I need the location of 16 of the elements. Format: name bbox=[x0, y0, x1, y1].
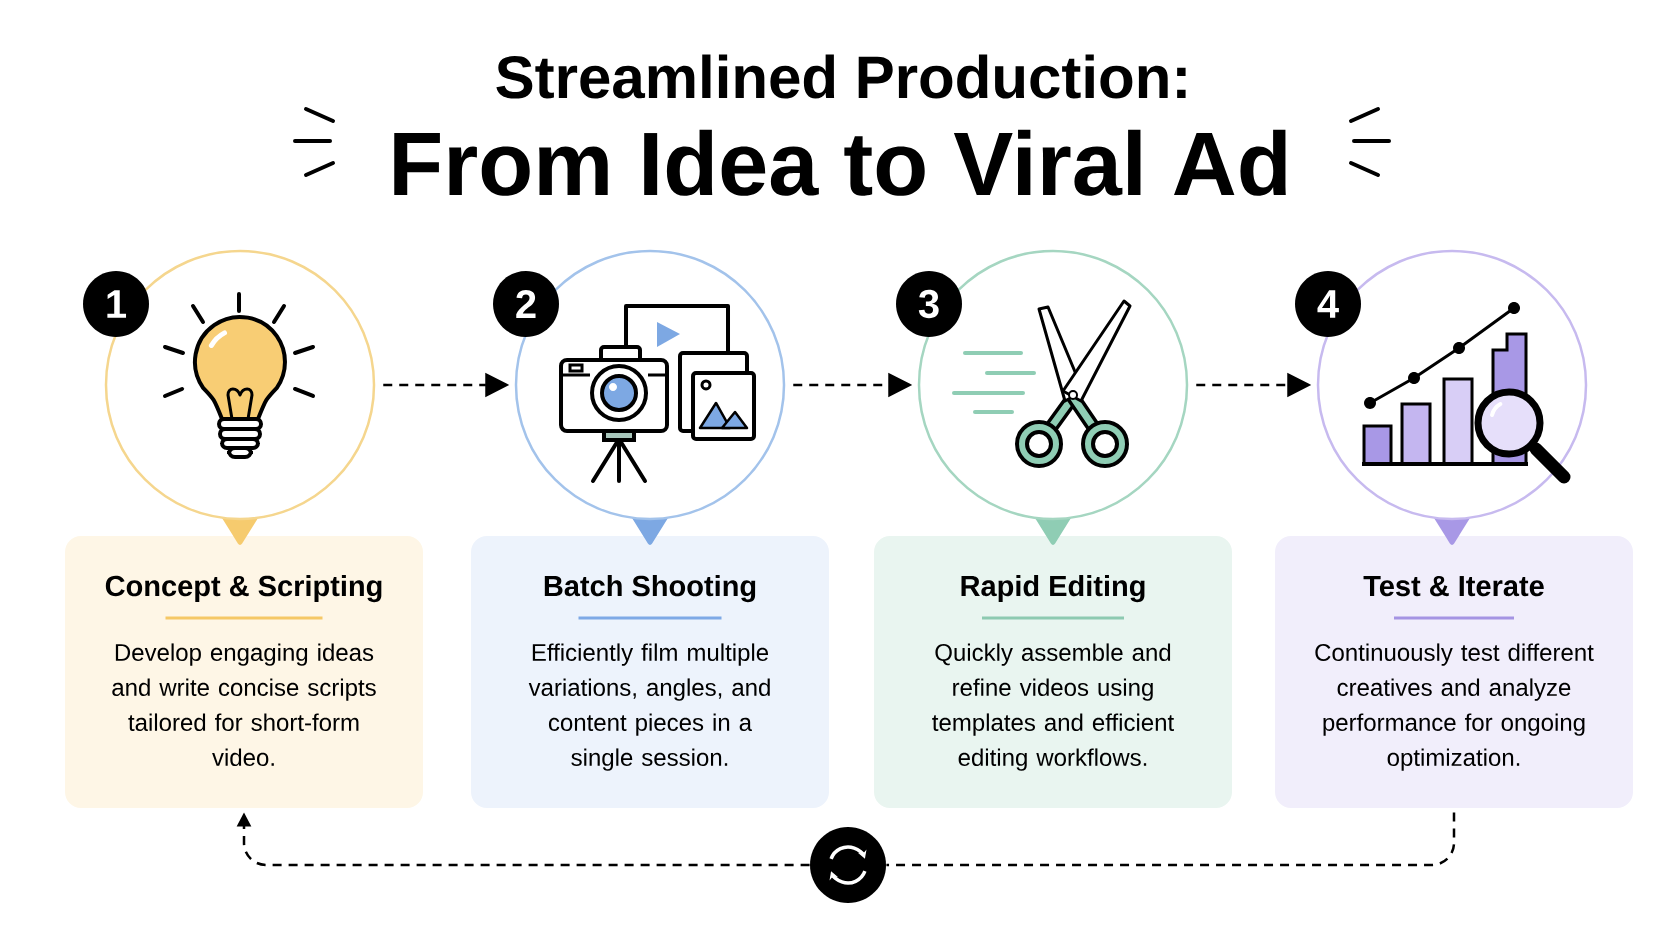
card-text: Efficiently film multiple variations, angles, and content pieces in a single session. bbox=[528, 643, 770, 771]
card-text: Continuously test different creatives and analyze performance for ongoing optimization. bbox=[1315, 643, 1594, 771]
card-text: Develop engaging ideas and write concise scripts tailored for short-form video. bbox=[112, 643, 376, 766]
headline: From Idea to Viral Ad bbox=[394, 129, 1286, 196]
step-card bbox=[65, 536, 423, 808]
card-heading: Batch Shooting bbox=[544, 574, 756, 603]
title: Streamlined Production: bbox=[496, 54, 1186, 99]
card-text: Quickly assemble and refine videos using templates and efficient editing workflows. bbox=[932, 643, 1174, 771]
card-heading: Test & Iterate bbox=[1363, 575, 1544, 597]
card-heading: Concept & Scripting bbox=[105, 574, 382, 603]
dashed-connector bbox=[886, 812, 1456, 867]
card-heading: Rapid Editing bbox=[961, 574, 1145, 603]
step-card bbox=[471, 536, 829, 808]
step-card bbox=[874, 536, 1232, 808]
step-card bbox=[1275, 536, 1633, 808]
refresh-icon bbox=[810, 827, 886, 903]
